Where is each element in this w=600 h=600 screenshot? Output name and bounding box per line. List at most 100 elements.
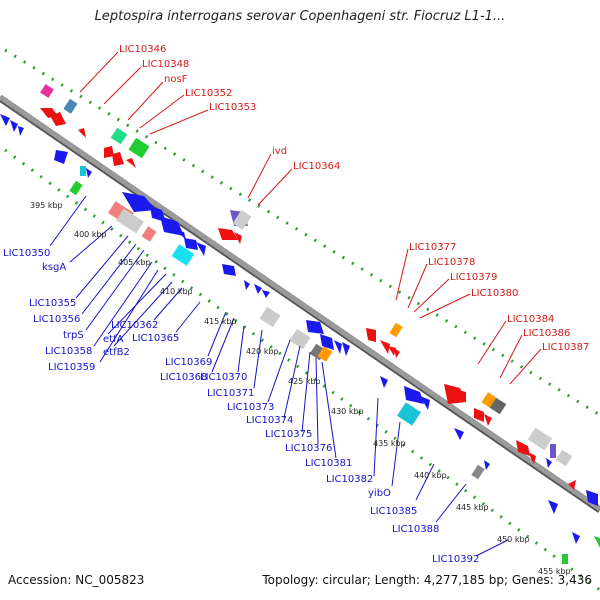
feature-arrow[interactable] [262, 290, 270, 298]
feature-arrow[interactable] [586, 490, 598, 506]
gene-label[interactable]: LIC10358 [45, 346, 92, 357]
feature-arrow[interactable] [484, 460, 490, 470]
feature-box[interactable] [555, 449, 573, 467]
gene-label[interactable]: LIC10374 [246, 415, 293, 426]
feature-arrow[interactable] [122, 192, 156, 212]
gene-label[interactable]: etfB2 [103, 347, 130, 358]
gene-label[interactable]: yibO [368, 488, 391, 499]
feature-arrow[interactable] [320, 334, 334, 350]
gene-label[interactable]: LIC10386 [523, 328, 570, 339]
feature-box[interactable] [389, 322, 403, 338]
gene-label[interactable]: LIC10373 [227, 402, 274, 413]
gene-label[interactable]: LIC10346 [119, 44, 166, 55]
feature-box[interactable] [63, 98, 78, 114]
gene-label[interactable]: LIC10350 [3, 248, 50, 259]
gene-label[interactable]: LIC10355 [29, 298, 76, 309]
feature-arrow[interactable] [0, 114, 10, 126]
feature-box[interactable] [489, 397, 507, 415]
feature-box[interactable] [141, 226, 157, 242]
gene-label[interactable]: LIC10359 [48, 362, 95, 373]
feature-arrow[interactable] [528, 452, 536, 464]
feature-arrow[interactable] [454, 428, 464, 440]
feature-box[interactable] [527, 427, 553, 451]
feature-arrow[interactable] [306, 320, 324, 334]
gene-label[interactable]: LIC10370 [200, 372, 247, 383]
gene-label[interactable]: LIC10356 [33, 314, 80, 325]
gene-label[interactable]: LIC10348 [142, 59, 189, 70]
gene-label[interactable]: LIC10368 [160, 372, 207, 383]
feature-arrow[interactable] [50, 112, 66, 126]
feature-arrow[interactable] [380, 340, 390, 354]
feature-arrow[interactable] [474, 408, 484, 422]
feature-arrow[interactable] [104, 146, 114, 158]
gene-label[interactable]: LIC10379 [450, 272, 497, 283]
feature-arrow[interactable] [86, 168, 92, 178]
feature-box[interactable] [110, 127, 128, 145]
feature-arrow[interactable] [458, 390, 466, 402]
feature-box[interactable] [80, 166, 86, 176]
gene-label[interactable]: LIC10382 [326, 474, 373, 485]
gene-label[interactable]: LIC10381 [305, 458, 352, 469]
feature-arrow[interactable] [388, 346, 396, 356]
feature-box[interactable] [232, 210, 252, 230]
gene-label[interactable]: nosF [164, 74, 188, 85]
gene-label[interactable]: LIC10387 [542, 342, 589, 353]
feature-arrow[interactable] [54, 150, 68, 164]
feature-arrow[interactable] [380, 376, 388, 388]
gene-label[interactable]: LIC10385 [370, 506, 417, 517]
gene-label[interactable]: trpS [63, 330, 84, 341]
feature-box[interactable] [550, 444, 556, 458]
gene-label[interactable]: LIC10364 [293, 161, 340, 172]
feature-box[interactable] [69, 180, 83, 196]
feature-arrow[interactable] [254, 284, 262, 294]
feature-arrow[interactable] [334, 340, 342, 354]
feature-arrow[interactable] [196, 242, 206, 256]
feature-arrow[interactable] [218, 228, 238, 240]
feature-arrow[interactable] [594, 536, 600, 548]
feature-arrow[interactable] [126, 158, 136, 168]
feature-arrow[interactable] [516, 440, 530, 456]
feature-arrow[interactable] [420, 396, 430, 410]
gene-label[interactable]: LIC10362 [111, 320, 158, 331]
gene-label[interactable]: LIC10369 [165, 357, 212, 368]
gene-label[interactable]: LIC10365 [132, 333, 179, 344]
gene-label[interactable]: LIC10388 [392, 524, 439, 535]
feature-arrow[interactable] [244, 280, 250, 290]
feature-arrow[interactable] [184, 238, 198, 250]
feature-box[interactable] [562, 554, 568, 564]
gene-label[interactable]: LIC10378 [428, 257, 475, 268]
gene-label[interactable]: LIC10375 [265, 429, 312, 440]
feature-arrow[interactable] [394, 348, 400, 358]
feature-arrow[interactable] [342, 342, 350, 356]
gene-label[interactable]: etfA [103, 334, 124, 345]
feature-box[interactable] [259, 306, 281, 328]
feature-arrow[interactable] [18, 126, 24, 136]
gene-label[interactable]: ivd [272, 146, 287, 157]
feature-box[interactable] [397, 402, 421, 426]
gene-label[interactable]: LIC10352 [185, 88, 232, 99]
gene-label[interactable]: LIC10380 [471, 288, 518, 299]
feature-arrow[interactable] [568, 480, 576, 490]
feature-box[interactable] [289, 328, 311, 350]
feature-arrow[interactable] [366, 328, 376, 342]
feature-arrow[interactable] [176, 230, 186, 240]
feature-arrow[interactable] [548, 500, 558, 514]
feature-box[interactable] [481, 392, 497, 408]
feature-arrow[interactable] [78, 128, 86, 138]
feature-box[interactable] [317, 346, 333, 362]
feature-arrow[interactable] [10, 120, 18, 132]
feature-arrow[interactable] [222, 264, 236, 276]
feature-arrow[interactable] [572, 532, 580, 544]
feature-box[interactable] [40, 84, 54, 98]
feature-arrow[interactable] [444, 384, 466, 404]
feature-box[interactable] [471, 464, 485, 480]
feature-box[interactable] [116, 208, 144, 234]
feature-box[interactable] [128, 137, 150, 159]
gene-label[interactable]: LIC10377 [409, 242, 456, 253]
feature-arrow[interactable] [234, 232, 242, 244]
gene-label[interactable]: LIC10371 [207, 388, 254, 399]
feature-arrow[interactable] [484, 414, 492, 426]
gene-label[interactable]: ksgA [42, 262, 66, 273]
gene-label[interactable]: LIC10376 [285, 443, 332, 454]
feature-arrow[interactable] [404, 386, 424, 404]
